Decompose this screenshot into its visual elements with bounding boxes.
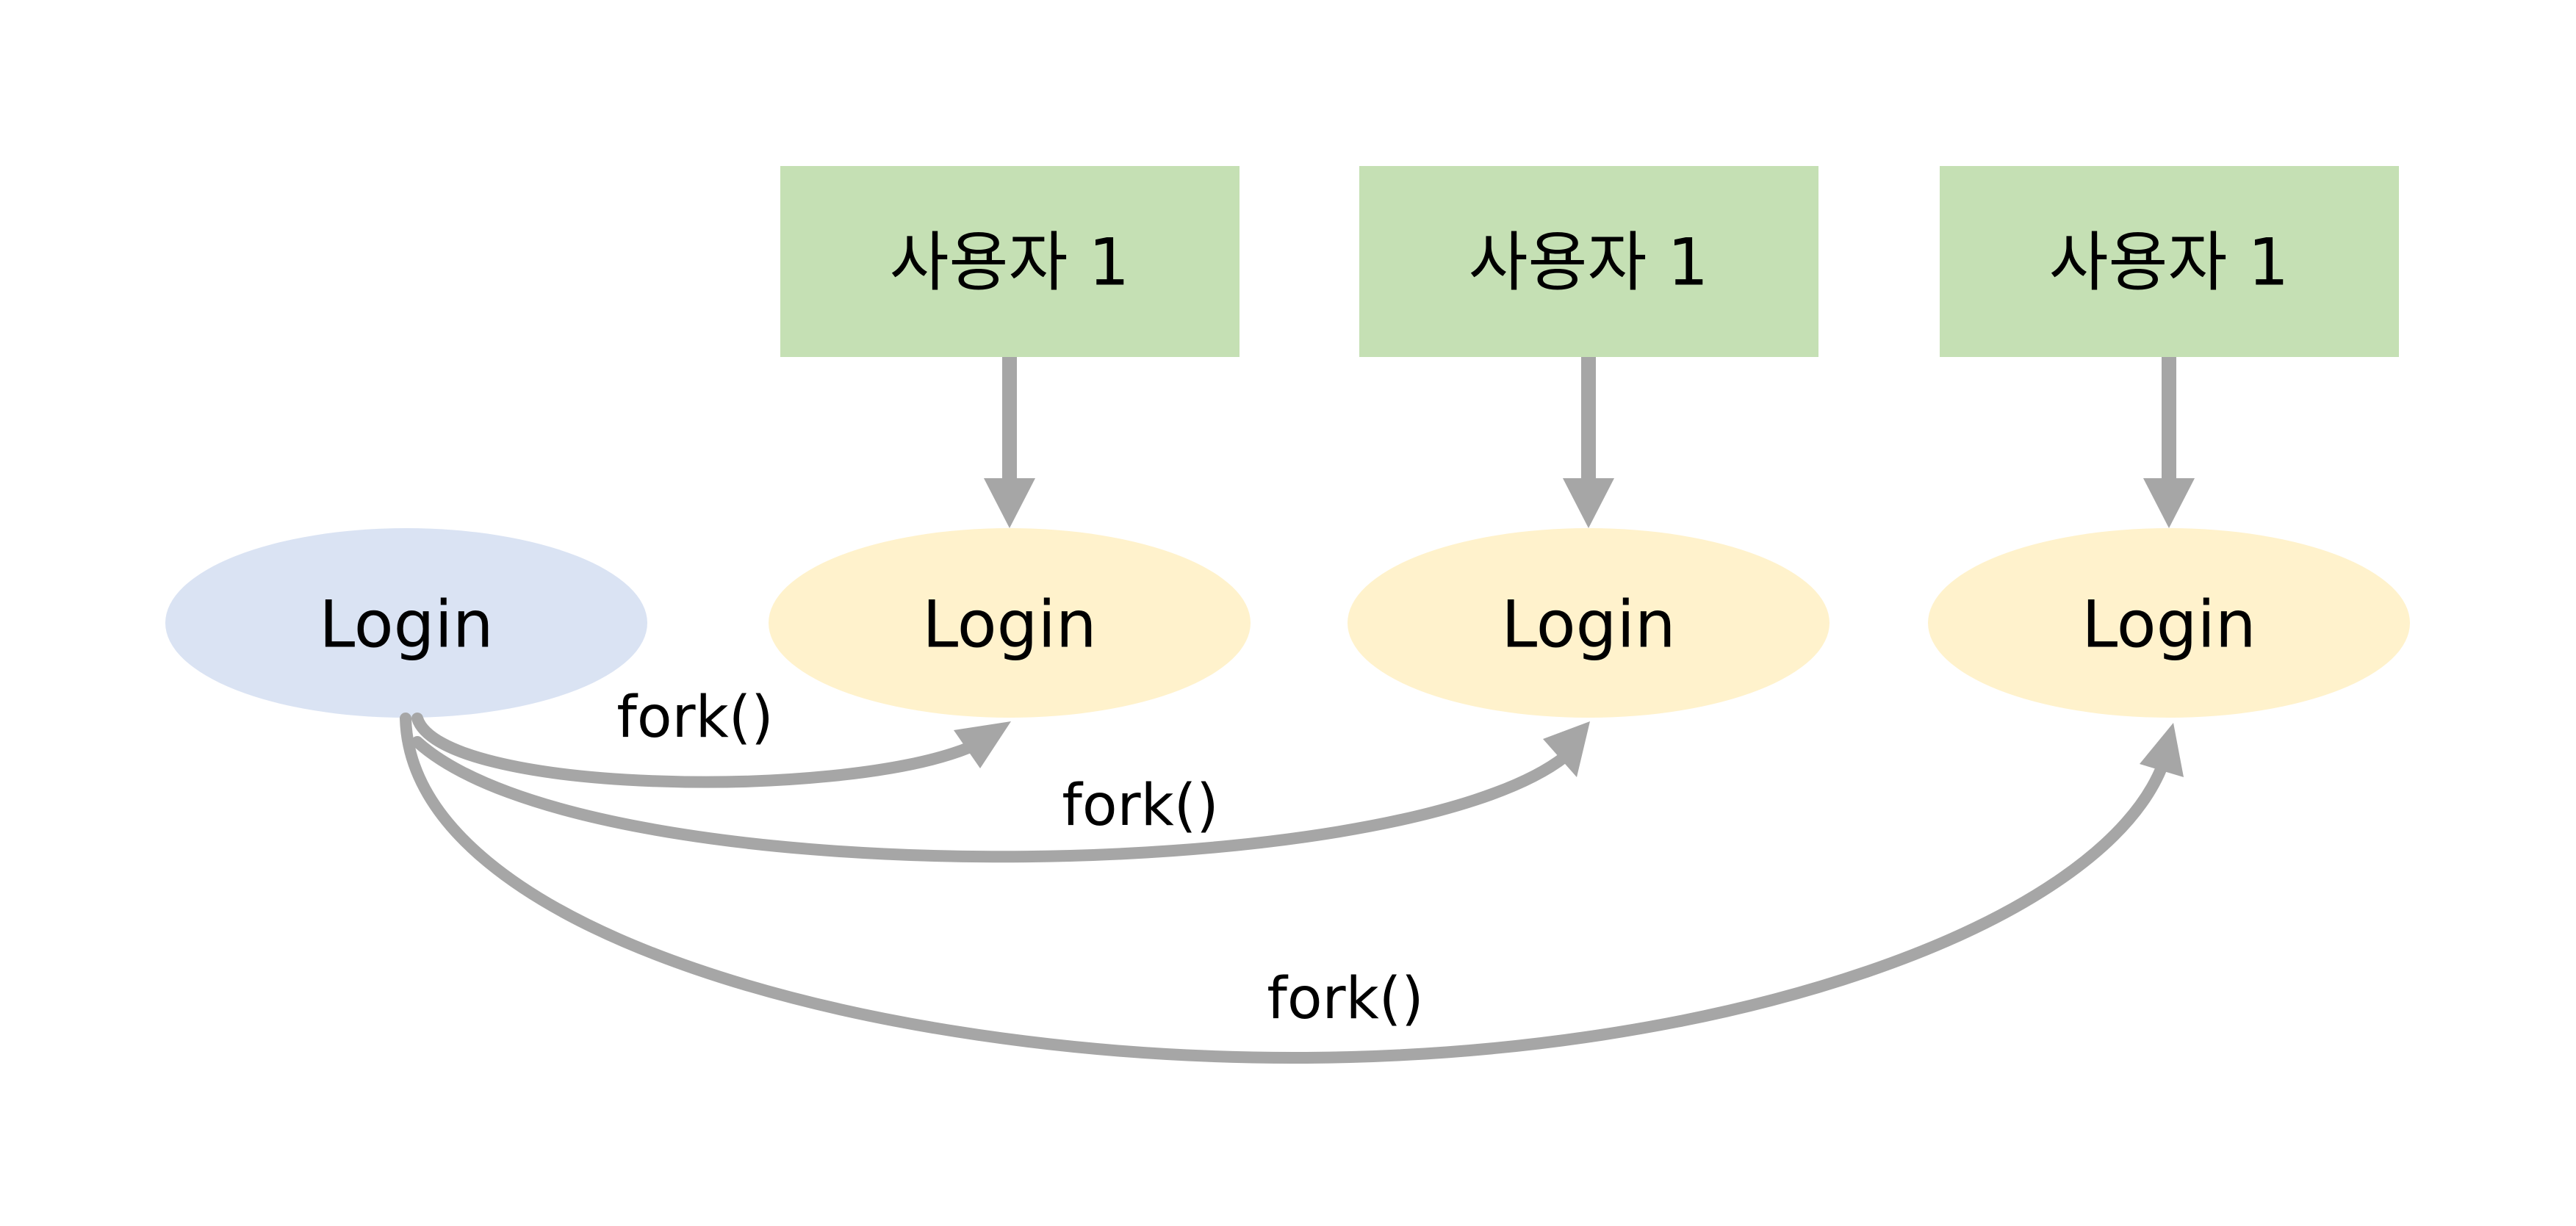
- fork-label-2: fork(): [1062, 773, 1218, 839]
- fork-label-3: fork(): [1267, 966, 1423, 1032]
- user-box-1: 사용자 1: [780, 166, 1240, 357]
- child-login-1: Login: [769, 528, 1251, 718]
- user-box-label: 사용자 1: [890, 225, 1130, 300]
- user-to-login-arrow-2: [1563, 357, 1614, 528]
- child-login-label: Login: [2082, 587, 2256, 663]
- user-to-login-arrow-3: [2143, 357, 2195, 528]
- child-login-label: Login: [922, 587, 1096, 663]
- user-box-label: 사용자 1: [1469, 225, 1709, 300]
- parent-login-label: Login: [319, 587, 493, 663]
- user-to-login-arrow-1: [984, 357, 1035, 528]
- parent-login-node: Login: [165, 528, 647, 718]
- fork-arrow-1: [411, 713, 1011, 788]
- user-box-3: 사용자 1: [1940, 166, 2399, 357]
- child-login-2: Login: [1348, 528, 1830, 718]
- user-box-2: 사용자 1: [1359, 166, 1818, 357]
- fork-arrow-3: [400, 713, 2184, 1064]
- fork-arrow-2: [411, 721, 1590, 863]
- fork-label-1: fork(): [616, 685, 773, 751]
- user-box-label: 사용자 1: [2049, 225, 2289, 300]
- child-login-label: Login: [1501, 587, 1675, 663]
- child-login-3: Login: [1928, 528, 2410, 718]
